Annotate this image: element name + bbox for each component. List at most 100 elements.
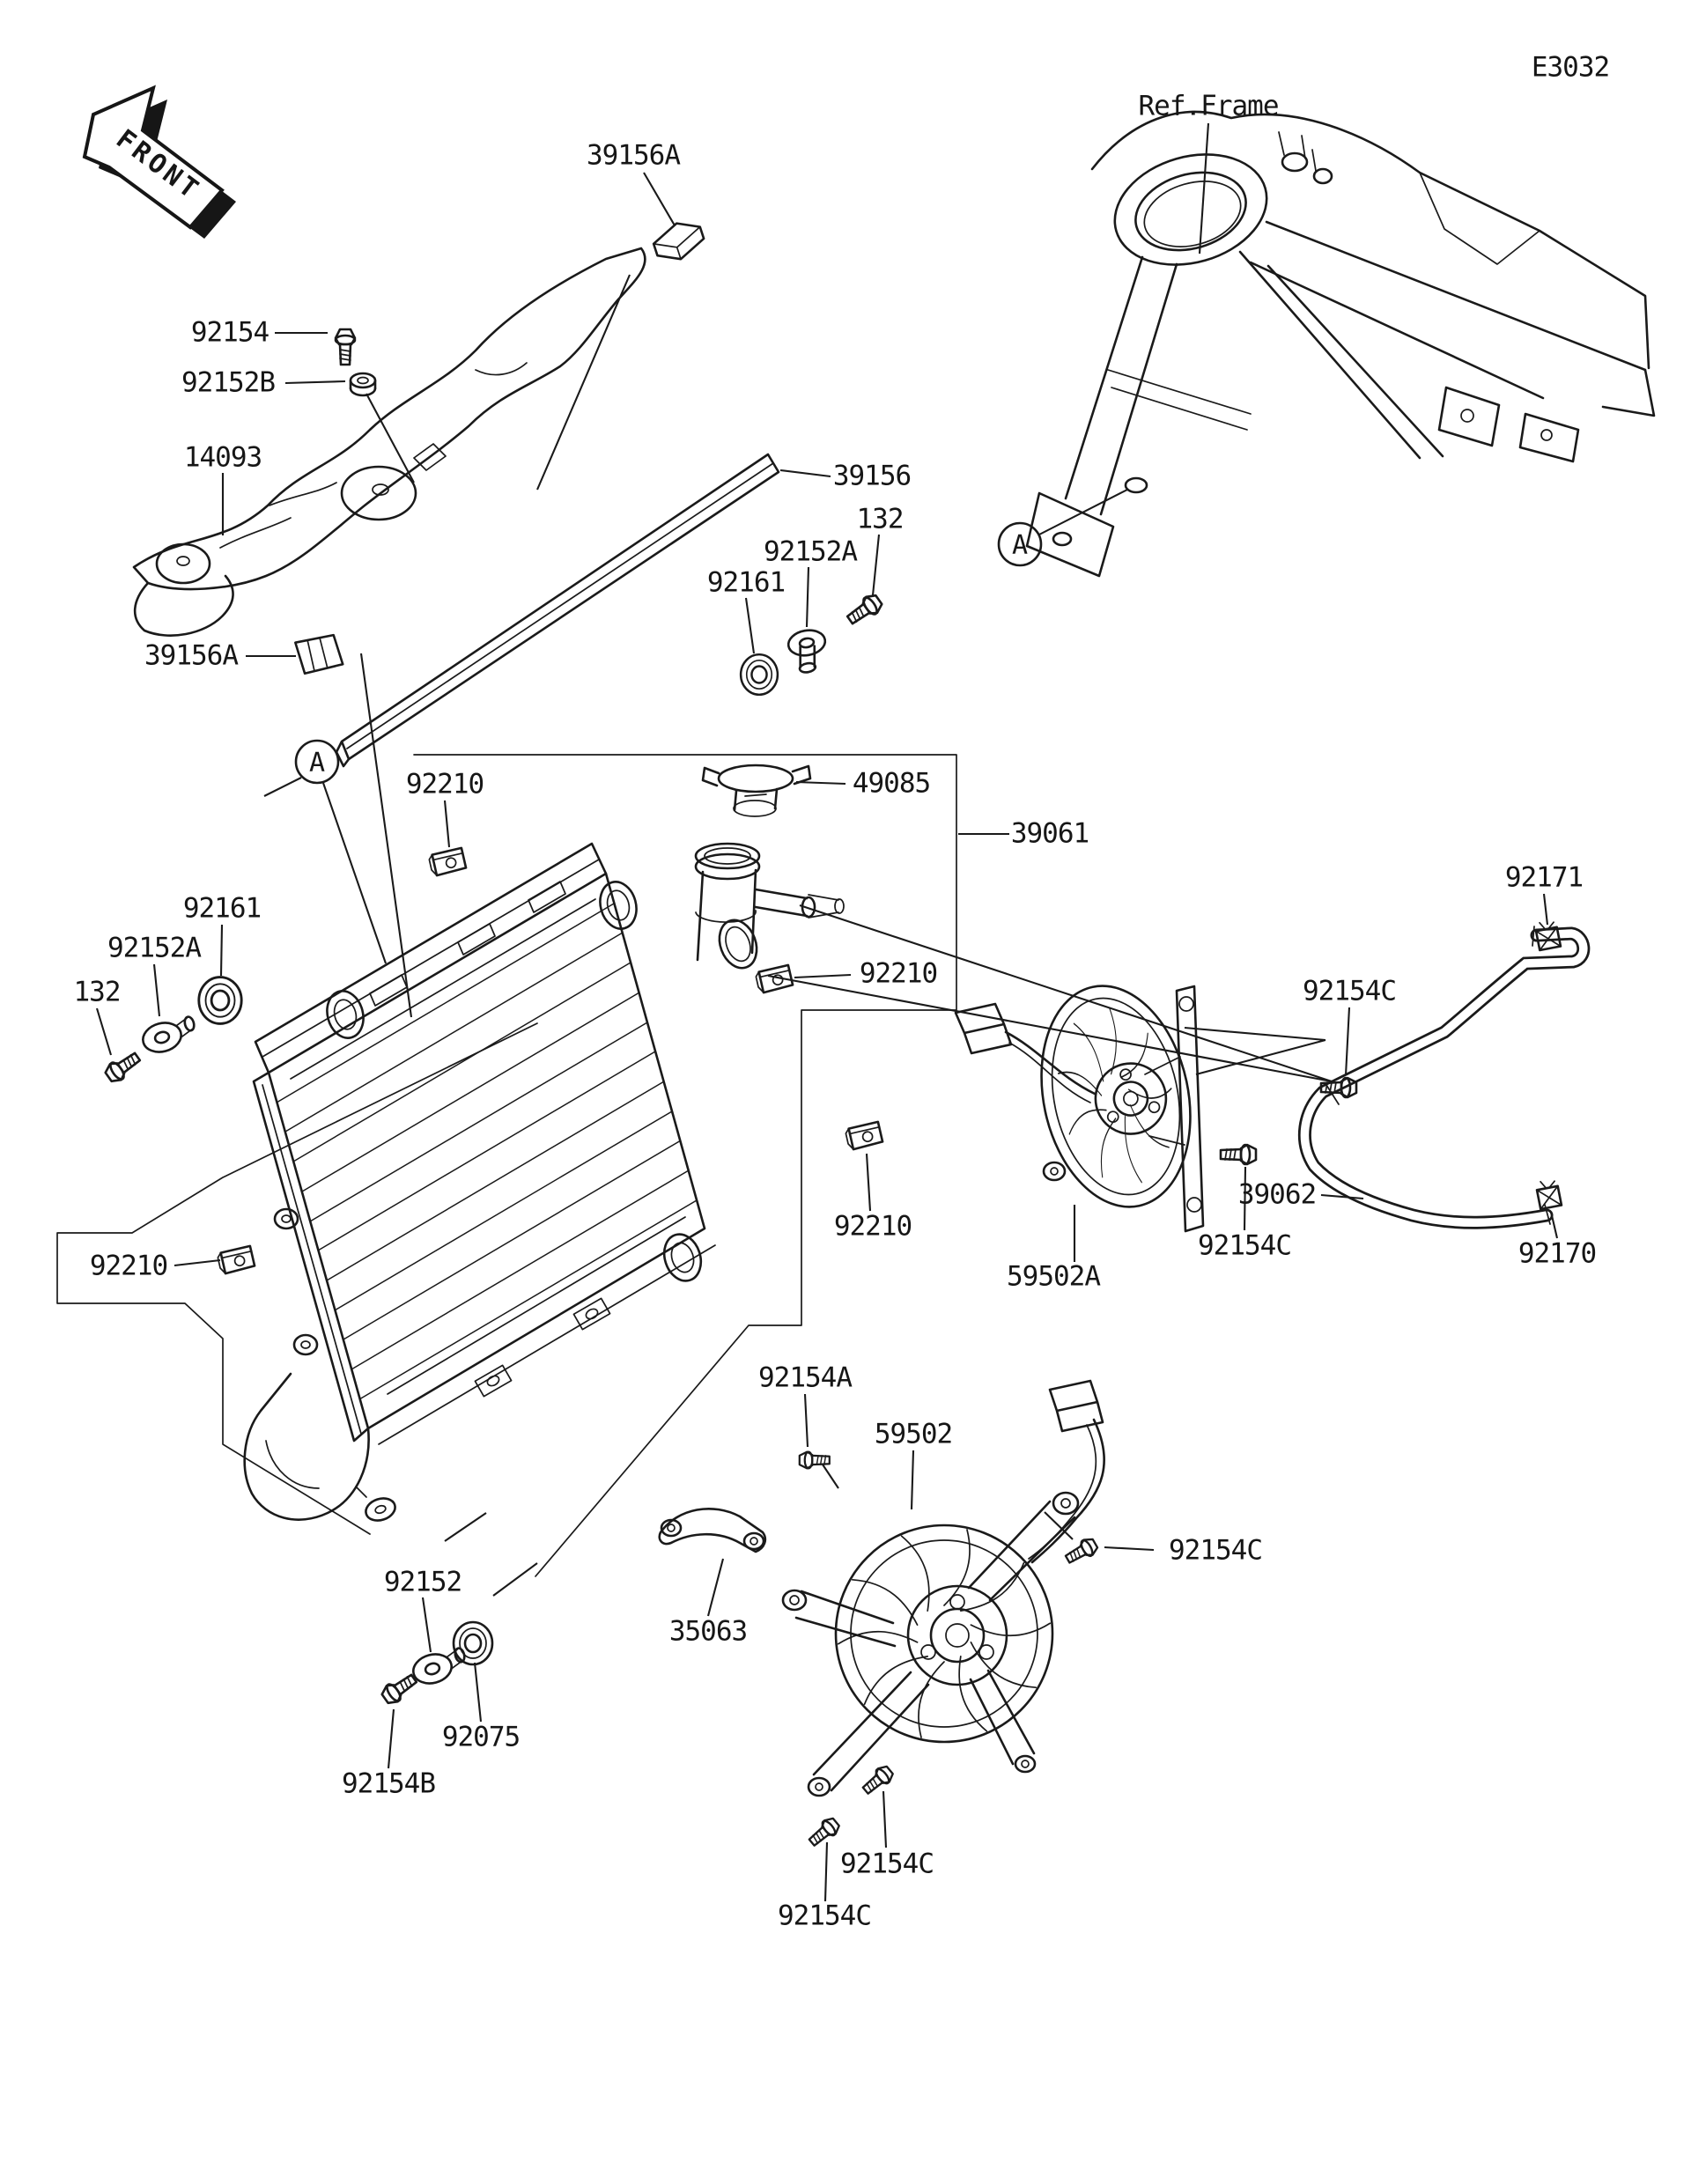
grommet-92161-left bbox=[197, 976, 243, 1025]
hose-clamp-92170 bbox=[1534, 1178, 1563, 1211]
clip-92210-1 bbox=[426, 846, 468, 878]
bolt-132-top bbox=[843, 590, 886, 630]
part-label-92210: 92210 bbox=[405, 768, 484, 801]
leader-line bbox=[1044, 1511, 1074, 1540]
collar-92152a-top bbox=[785, 626, 831, 676]
part-label-92154: 92154 bbox=[190, 316, 270, 349]
part-label-59502: 59502 bbox=[874, 1418, 953, 1450]
leader-line bbox=[803, 1393, 809, 1448]
part-label-59502a: 59502A bbox=[1007, 1260, 1101, 1293]
pad-39156a-left bbox=[294, 633, 344, 675]
view-marker-circle bbox=[997, 521, 1043, 567]
clip-92210-3 bbox=[843, 1120, 884, 1152]
leader-line bbox=[95, 1007, 113, 1056]
diagram-code: E3032 bbox=[1531, 51, 1610, 84]
front-arrow: FRONT bbox=[82, 85, 236, 239]
leader-line bbox=[794, 973, 852, 979]
grommet-92075 bbox=[452, 1620, 494, 1666]
radiator-cap-49085 bbox=[701, 764, 812, 817]
part-label-92152b: 92152B bbox=[181, 366, 276, 399]
leader-line bbox=[1038, 489, 1128, 535]
part-label-92210: 92210 bbox=[859, 957, 938, 990]
part-label-92210: 92210 bbox=[833, 1210, 912, 1243]
leader-line bbox=[492, 1562, 538, 1597]
part-label-39062: 39062 bbox=[1237, 1178, 1317, 1211]
part-label-92154c: 92154C bbox=[1169, 1534, 1263, 1567]
leader-line bbox=[322, 782, 387, 964]
leader-line bbox=[284, 380, 346, 385]
part-label-132: 132 bbox=[856, 503, 905, 535]
bolt-92154c-5 bbox=[805, 1814, 843, 1850]
view-marker-letter: A bbox=[1012, 530, 1028, 561]
leader-line bbox=[1184, 1026, 1326, 1042]
part-label-39156a: 39156A bbox=[587, 139, 681, 172]
leader-line bbox=[1549, 1211, 1559, 1239]
leader-line bbox=[882, 1790, 888, 1848]
leader-line bbox=[871, 534, 881, 596]
part-label-92161: 92161 bbox=[706, 566, 786, 599]
part-label-92154b: 92154B bbox=[342, 1767, 436, 1800]
leader-lines bbox=[95, 122, 1559, 1902]
leader-line bbox=[536, 274, 631, 491]
leader-line bbox=[805, 566, 810, 628]
leader-line bbox=[387, 1708, 395, 1769]
bolt-132-left bbox=[101, 1047, 144, 1087]
leader-line bbox=[1243, 1166, 1247, 1231]
collar-92152a-left bbox=[138, 1014, 201, 1058]
part-label-35063: 35063 bbox=[668, 1615, 748, 1648]
view-markers: AA bbox=[294, 521, 1043, 785]
stay-35063 bbox=[658, 1507, 767, 1553]
leader-line bbox=[1195, 1038, 1326, 1076]
part-label-132: 132 bbox=[73, 976, 122, 1008]
leader-line bbox=[643, 172, 676, 226]
washer-92152 bbox=[409, 1645, 471, 1689]
pad-39156a-top bbox=[652, 222, 705, 261]
bolt-92154b bbox=[378, 1669, 421, 1708]
bolt-92154a bbox=[798, 1450, 831, 1470]
part-label-92210: 92210 bbox=[89, 1250, 168, 1282]
leader-line bbox=[443, 800, 451, 848]
part-label-92154c: 92154C bbox=[1198, 1229, 1292, 1262]
leader-line bbox=[1542, 893, 1549, 926]
leader-line bbox=[1344, 1007, 1351, 1076]
leader-line bbox=[152, 963, 161, 1017]
part-label-92152a: 92152A bbox=[764, 535, 858, 568]
part-label-92154a: 92154A bbox=[758, 1361, 853, 1394]
radiator-core-fins bbox=[276, 903, 698, 1400]
bolt-92154c-4 bbox=[859, 1762, 897, 1798]
leader-line bbox=[1320, 1193, 1364, 1200]
part-label-92152: 92152 bbox=[383, 1566, 462, 1598]
leader-line bbox=[823, 1841, 829, 1902]
radiator-39061 bbox=[243, 842, 845, 1522]
part-label-92170: 92170 bbox=[1517, 1237, 1597, 1270]
frame-drawing bbox=[1025, 110, 1656, 578]
callout-boundaries bbox=[56, 754, 957, 1577]
part-label-49085: 49085 bbox=[852, 767, 931, 800]
leader-line bbox=[174, 1258, 221, 1267]
part-label-39156a: 39156A bbox=[144, 639, 239, 672]
clip-92210-4 bbox=[215, 1244, 256, 1276]
hose-39062 bbox=[1297, 926, 1591, 1229]
leader-line bbox=[779, 469, 831, 478]
ref-frame-label: Ref.Frame bbox=[1138, 90, 1280, 122]
leader-line bbox=[263, 777, 302, 797]
filler-neck bbox=[694, 842, 845, 970]
view-marker-letter: A bbox=[309, 748, 325, 778]
part-label-92161: 92161 bbox=[182, 892, 262, 925]
part-label-92154c: 92154C bbox=[840, 1848, 934, 1880]
leader-line bbox=[865, 1153, 872, 1212]
leader-line bbox=[822, 1464, 839, 1489]
part-label-92075: 92075 bbox=[441, 1721, 521, 1753]
fan-59502 bbox=[781, 1379, 1106, 1797]
bolt-92154c-3 bbox=[1062, 1534, 1101, 1568]
fan-59502a bbox=[954, 985, 1205, 1233]
leader-line bbox=[706, 1558, 725, 1617]
leader-line bbox=[219, 924, 224, 977]
part-label-39061: 39061 bbox=[1010, 817, 1089, 850]
bolt-92154c-2 bbox=[1219, 1143, 1258, 1166]
leader-line bbox=[744, 597, 756, 654]
leader-line bbox=[366, 393, 415, 483]
leader-line bbox=[910, 1450, 915, 1510]
